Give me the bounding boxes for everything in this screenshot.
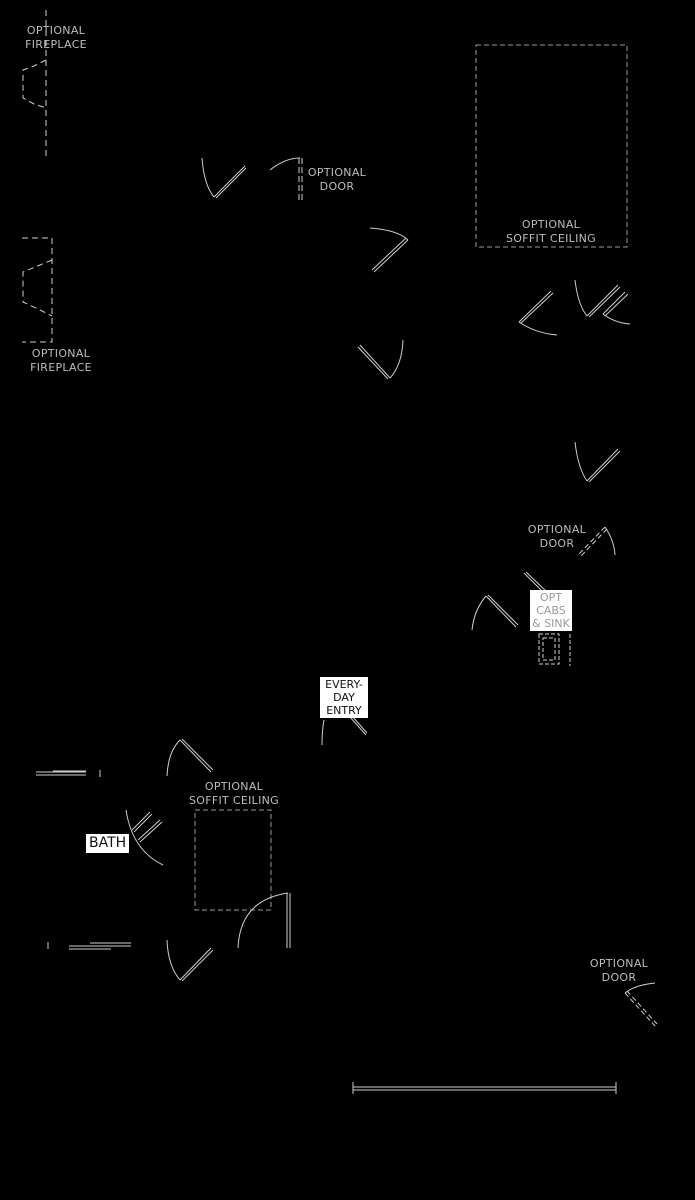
door-swing-icon xyxy=(574,441,621,483)
door-swing-icon xyxy=(357,339,404,380)
optional-door-icon xyxy=(624,982,658,1027)
soffit-ceiling-outline xyxy=(194,809,272,911)
opt-cabs-sink-label: OPT CABS & SINK xyxy=(530,590,572,631)
fireplace-icon xyxy=(22,237,53,343)
door-swing-icon xyxy=(574,279,631,325)
fireplace-icon xyxy=(22,10,47,158)
sink-icon xyxy=(538,633,571,666)
door-swing-icon xyxy=(166,939,214,982)
door-swing-icon xyxy=(369,227,409,273)
door-swing-icon xyxy=(125,809,164,866)
optional-soffit-ceiling-label: OPTIONAL SOFFIT CEILING xyxy=(189,780,279,807)
optional-soffit-ceiling-label: OPTIONAL SOFFIT CEILING xyxy=(506,218,596,245)
window-icon xyxy=(47,942,131,950)
optional-door-label: OPTIONAL DOOR xyxy=(527,523,587,550)
optional-door-icon xyxy=(269,157,303,203)
window-icon xyxy=(36,770,101,777)
optional-fireplace-label: OPTIONAL FIREPLACE xyxy=(25,24,87,51)
soffit-ceiling-outline xyxy=(475,44,628,248)
everyday-entry-label: EVERY- DAY ENTRY xyxy=(320,677,368,718)
optional-door-label: OPTIONAL DOOR xyxy=(307,166,367,193)
door-swing-icon xyxy=(237,892,291,949)
door-swing-icon xyxy=(166,738,214,777)
sliding-door-icon xyxy=(352,1082,617,1094)
optional-door-icon xyxy=(577,526,616,558)
door-swing-icon xyxy=(201,157,247,199)
door-swing-icon xyxy=(518,290,558,336)
optional-door-label: OPTIONAL DOOR xyxy=(589,957,649,984)
bath-label: BATH xyxy=(86,834,130,853)
optional-fireplace-label: OPTIONAL FIREPLACE xyxy=(30,347,92,374)
door-swing-icon xyxy=(321,715,368,746)
